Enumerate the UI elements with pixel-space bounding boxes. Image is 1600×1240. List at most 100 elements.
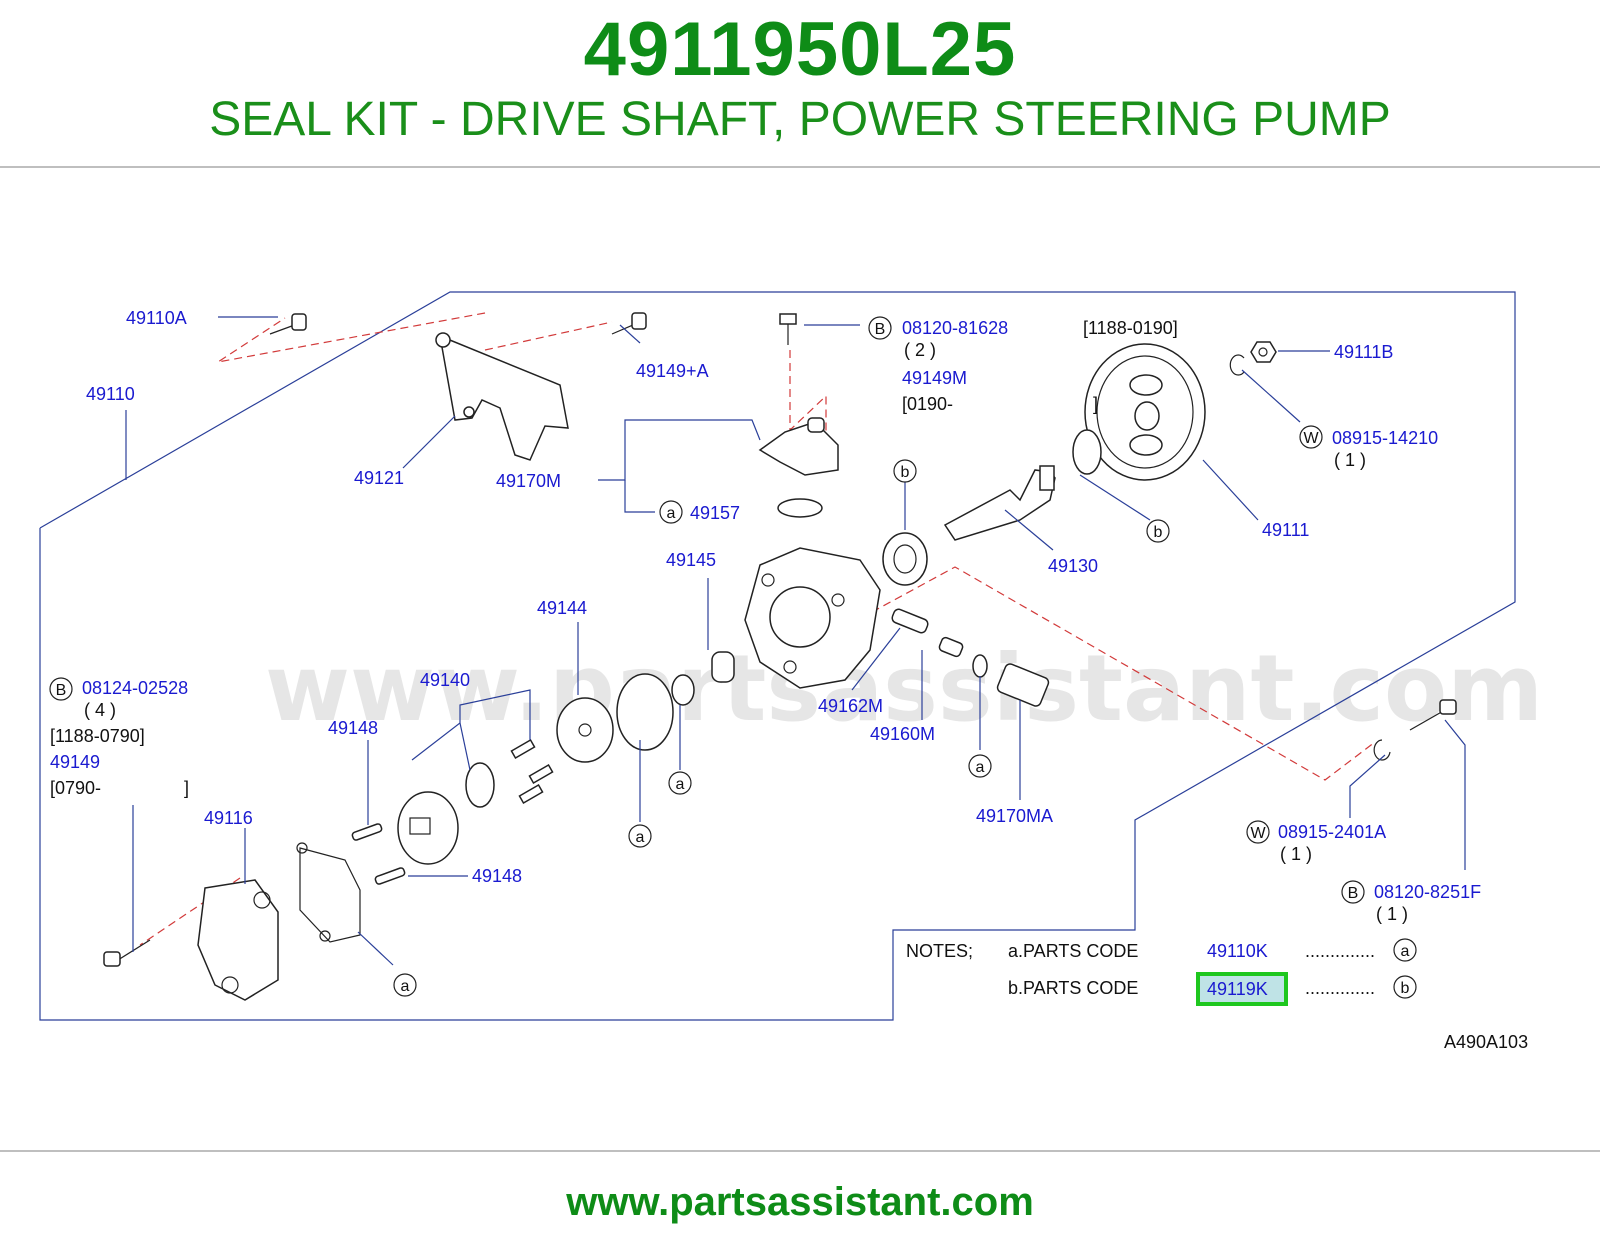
label-08120-81628: 08120-81628 bbox=[902, 318, 1008, 338]
notes-row-b-dots: .............. bbox=[1305, 978, 1375, 998]
label-49145: 49145 bbox=[666, 550, 716, 570]
assembly-outline bbox=[39, 291, 1516, 1021]
part-snap-ring-b bbox=[1072, 429, 1102, 475]
notes-row-a-marker: a bbox=[1393, 938, 1417, 962]
notes-row-a-code: 49110K bbox=[1207, 941, 1268, 961]
part-clip-08915-2401A bbox=[1373, 739, 1391, 761]
reference-markers: B W b b a B a a bbox=[49, 316, 1365, 997]
label-08915-14210: 08915-14210 bbox=[1332, 428, 1438, 448]
part-vanes bbox=[510, 739, 554, 804]
part-bolt-08124-02528 bbox=[103, 939, 151, 967]
range-0190: [0190- bbox=[902, 394, 953, 414]
part-connector-49170MA bbox=[996, 663, 1050, 707]
part-bolt-08120-8251F bbox=[1409, 699, 1457, 731]
notes-block: NOTES; a.PARTS CODE 49110K .............… bbox=[906, 938, 1417, 1006]
footer-website-link[interactable]: www.partsassistant.com bbox=[566, 1180, 1034, 1224]
marker-B-08124-02528: B bbox=[49, 677, 73, 701]
part-cover-49116 bbox=[197, 879, 279, 1001]
label-49170M: 49170M bbox=[496, 471, 561, 491]
marker-W-08915-14210: W bbox=[1299, 425, 1323, 449]
part-rotor-set-49140 bbox=[397, 762, 495, 865]
marker-B-08120-81628: B bbox=[868, 316, 892, 340]
part-bracket-49121 bbox=[435, 332, 569, 461]
leader-lines bbox=[125, 316, 1466, 966]
range-0790: [0790- bbox=[50, 778, 101, 798]
notes-row-b-marker: b bbox=[1393, 975, 1417, 999]
svg-text:a: a bbox=[401, 978, 410, 995]
part-spring-49145 bbox=[711, 651, 735, 683]
label-49130: 49130 bbox=[1048, 556, 1098, 576]
header-divider bbox=[0, 166, 1600, 168]
marker-b-snap-ring: b bbox=[1146, 519, 1170, 543]
part-pin-49148-lower bbox=[374, 867, 406, 885]
page-header: 4911950L25 SEAL KIT - DRIVE SHAFT, POWER… bbox=[0, 0, 1600, 168]
label-49116: 49116 bbox=[204, 808, 253, 828]
range-close-bracket-1: ] bbox=[1093, 394, 1098, 414]
svg-text:W: W bbox=[1303, 430, 1319, 447]
part-seal-b bbox=[882, 532, 928, 586]
part-oring-a-valve bbox=[972, 654, 988, 678]
notes-row-b-label: b.PARTS CODE bbox=[1008, 978, 1138, 998]
label-49110A: 49110A bbox=[126, 308, 187, 328]
svg-text:W: W bbox=[1250, 825, 1266, 842]
part-labels: 49110A 49110 49121 49149+A 49170M 49157 … bbox=[50, 308, 1481, 924]
label-49149: 49149 bbox=[50, 752, 100, 772]
part-valve-spring-49162M bbox=[891, 608, 929, 634]
diagram-code: A490A103 bbox=[1444, 1032, 1528, 1052]
part-gasket-a bbox=[296, 842, 361, 943]
label-49110: 49110 bbox=[86, 384, 135, 404]
part-bolt-08120-81628 bbox=[779, 313, 797, 345]
part-gasket-ring-a bbox=[616, 673, 674, 751]
svg-text:B: B bbox=[875, 321, 886, 338]
part-connector-49170M bbox=[758, 417, 839, 476]
qty-1-a: ( 1 ) bbox=[1334, 450, 1366, 470]
marker-W-08915-2401A: W bbox=[1246, 820, 1270, 844]
svg-text:a: a bbox=[1401, 943, 1410, 960]
part-oring-a bbox=[671, 674, 695, 706]
label-49144: 49144 bbox=[537, 598, 587, 618]
svg-text:b: b bbox=[901, 464, 910, 481]
part-pump-body bbox=[744, 547, 881, 689]
marker-a-49157: a bbox=[659, 500, 683, 524]
label-08915-2401A: 08915-2401A bbox=[1278, 822, 1386, 842]
svg-text:a: a bbox=[976, 759, 985, 776]
marker-b-seal: b bbox=[893, 459, 917, 483]
part-nut-49111B bbox=[1250, 341, 1277, 363]
qty-2: ( 2 ) bbox=[904, 340, 936, 360]
part-shaft-49130 bbox=[943, 465, 1056, 541]
label-08124-02528: 08124-02528 bbox=[82, 678, 188, 698]
part-pulley-49111 bbox=[1084, 343, 1206, 481]
part-clip-08915-14210 bbox=[1229, 354, 1245, 376]
label-08120-8251F: 08120-8251F bbox=[1374, 882, 1481, 902]
part-bolt-49110A bbox=[269, 313, 307, 335]
marker-a-gasket-ring: a bbox=[628, 824, 652, 848]
label-49160M: 49160M bbox=[870, 724, 935, 744]
label-49140: 49140 bbox=[420, 670, 470, 690]
part-valve-49160M bbox=[938, 636, 964, 658]
qty-1-b: ( 1 ) bbox=[1280, 844, 1312, 864]
label-49148-upper: 49148 bbox=[328, 718, 378, 738]
label-49111: 49111 bbox=[1262, 520, 1309, 540]
svg-text:B: B bbox=[56, 682, 67, 699]
range-1188-0190: [1188-0190] bbox=[1083, 318, 1178, 338]
svg-text:b: b bbox=[1401, 980, 1410, 997]
svg-text:a: a bbox=[676, 776, 685, 793]
part-oring-49157 bbox=[777, 498, 823, 518]
svg-text:B: B bbox=[1348, 885, 1359, 902]
part-pin-49148-upper bbox=[351, 823, 383, 841]
label-49111B: 49111B bbox=[1334, 342, 1393, 362]
label-49162M: 49162M bbox=[818, 696, 883, 716]
watermark-text: www.partsassistant.com bbox=[265, 635, 1543, 742]
marker-B-08120-8251F: B bbox=[1341, 880, 1365, 904]
svg-text:a: a bbox=[667, 505, 676, 522]
notes-row-b-code: 49119K bbox=[1207, 979, 1268, 999]
part-bolt-49149A bbox=[611, 312, 647, 335]
part-description-title: SEAL KIT - DRIVE SHAFT, POWER STEERING P… bbox=[209, 93, 1391, 146]
label-49157: 49157 bbox=[690, 503, 740, 523]
label-49121: 49121 bbox=[354, 468, 404, 488]
footer-divider bbox=[0, 1150, 1600, 1152]
label-49170MA: 49170MA bbox=[976, 806, 1053, 826]
range-close-bracket-2: ] bbox=[184, 778, 189, 798]
notes-heading: NOTES; bbox=[906, 941, 973, 961]
part-number-title: 4911950L25 bbox=[583, 7, 1017, 92]
